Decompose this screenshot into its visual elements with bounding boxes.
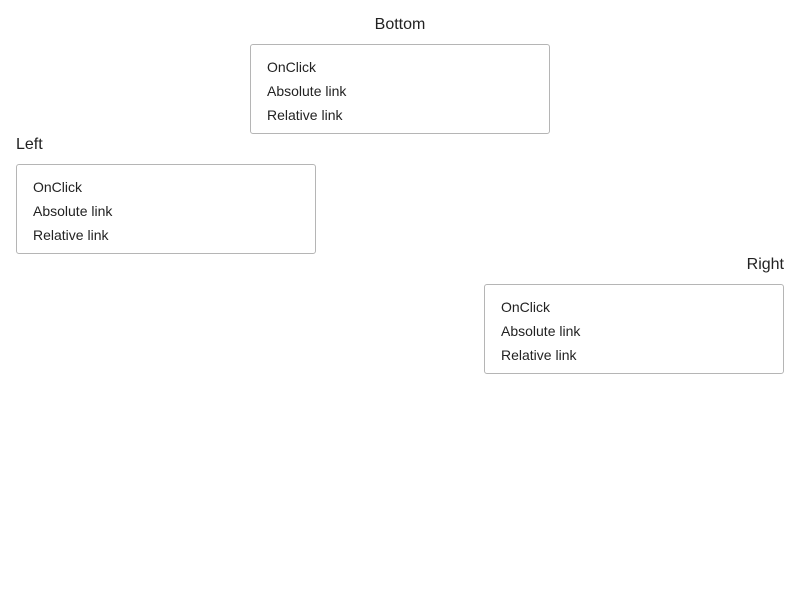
dropdown-menu-right: OnClick Absolute link Relative link	[484, 284, 784, 374]
dropdown-trigger-bottom[interactable]: Bottom	[374, 16, 426, 33]
menu-item-onclick[interactable]: OnClick	[501, 299, 551, 315]
menu-item-absolute-link[interactable]: Absolute link	[501, 323, 581, 339]
menu-item-relative-link[interactable]: Relative link	[33, 227, 109, 243]
menu-item-absolute-link[interactable]: Absolute link	[267, 83, 347, 99]
menu-item-onclick[interactable]: OnClick	[267, 59, 317, 75]
menu-item-onclick[interactable]: OnClick	[33, 179, 83, 195]
dropdown-menu-left: OnClick Absolute link Relative link	[16, 164, 316, 254]
dropdown-menu-bottom: OnClick Absolute link Relative link	[250, 44, 550, 134]
menu-item-relative-link[interactable]: Relative link	[267, 107, 343, 123]
dropdown-trigger-right[interactable]: Right	[746, 256, 784, 273]
menu-item-relative-link[interactable]: Relative link	[501, 347, 577, 363]
dropdown-trigger-left[interactable]: Left	[16, 136, 43, 153]
menu-item-absolute-link[interactable]: Absolute link	[33, 203, 113, 219]
